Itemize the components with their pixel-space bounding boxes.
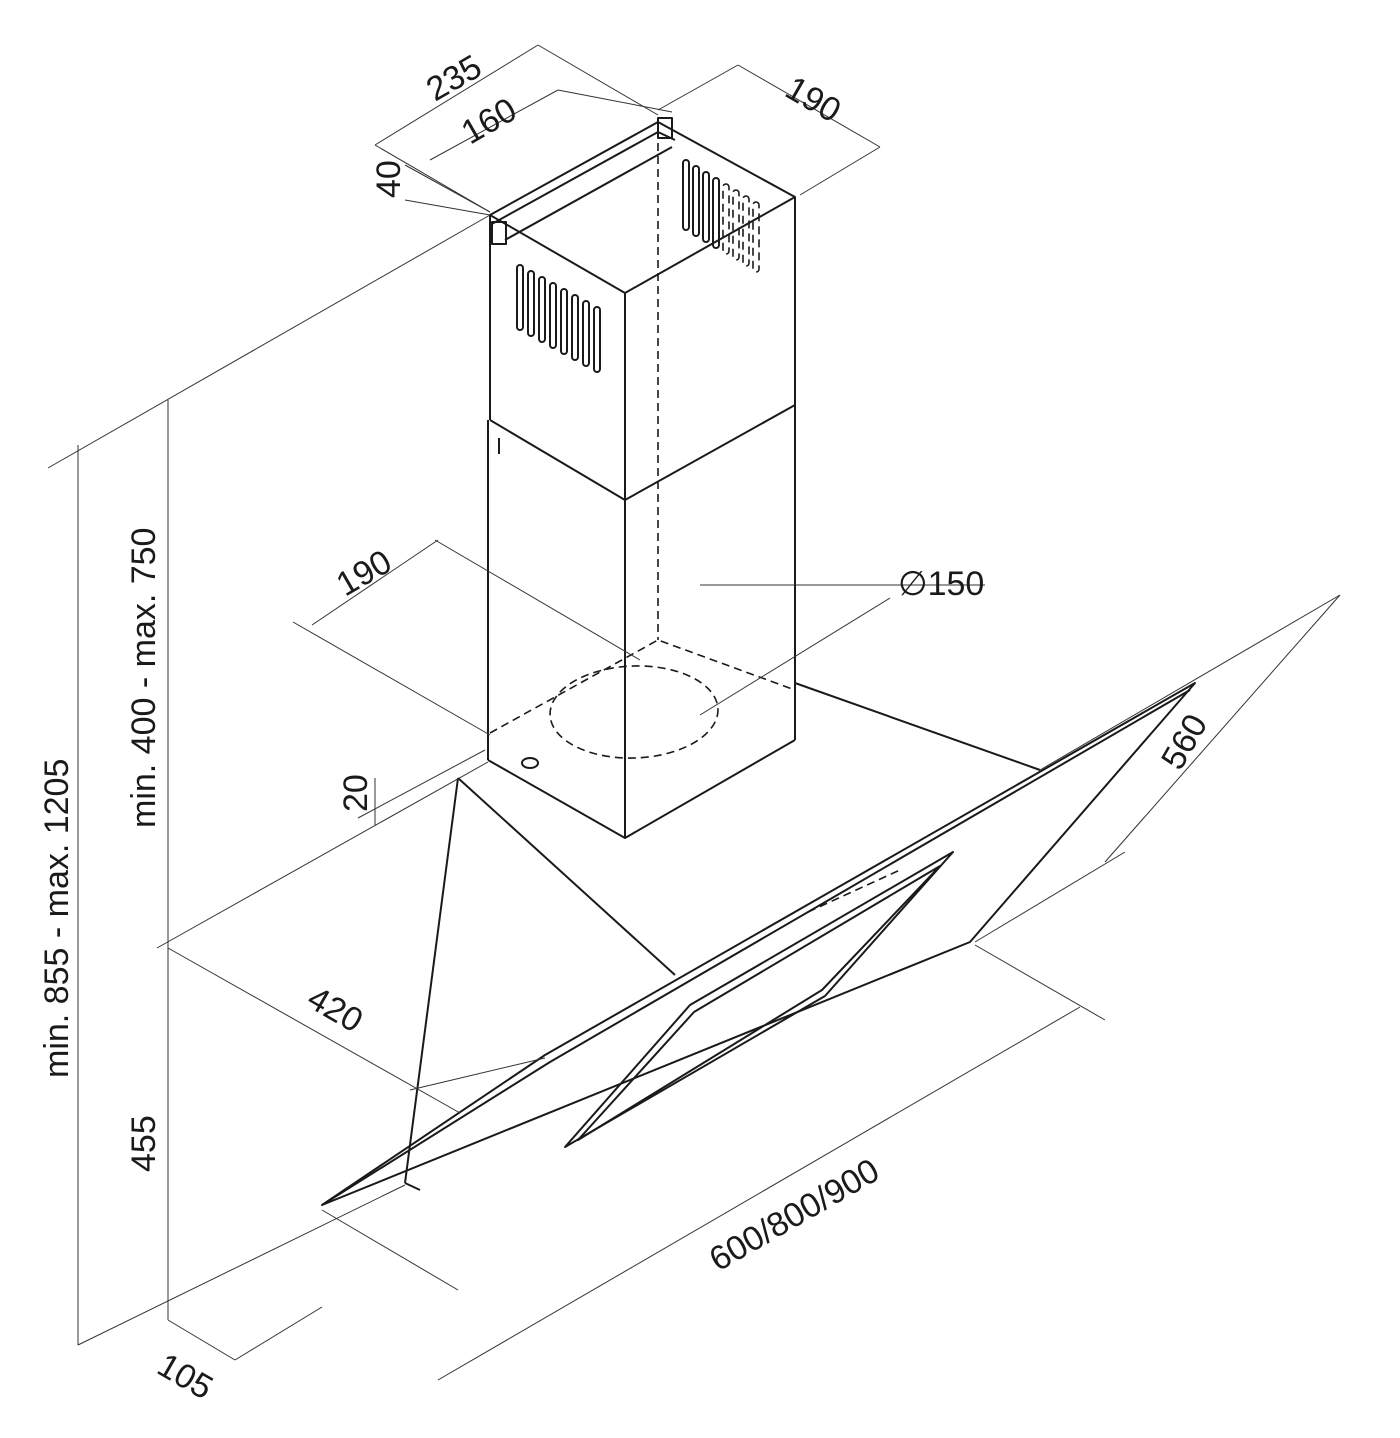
vent-slot <box>527 270 535 337</box>
vent-slot <box>712 177 720 249</box>
vent-slot <box>752 201 760 273</box>
vent-slot <box>516 264 524 331</box>
dim-total-height: min. 855 - max. 1205 <box>38 759 76 1078</box>
vent-slot <box>593 306 601 373</box>
dim-455: 455 <box>125 1115 163 1172</box>
vent-slot <box>560 288 568 355</box>
dim-105: 105 <box>151 1346 219 1407</box>
dimension-lines <box>47 44 1341 1381</box>
dim-160: 160 <box>455 91 523 152</box>
vent-slot <box>571 294 579 361</box>
glass-panel <box>321 682 1196 1206</box>
dim-190-bottom: 190 <box>330 543 398 604</box>
vent-slot <box>682 159 690 231</box>
chimney-lower <box>487 130 796 839</box>
vent-slot <box>722 183 730 255</box>
vent-slot <box>692 165 700 237</box>
vent-slot <box>732 189 740 261</box>
dim-width: 600/800/900 <box>703 1151 886 1278</box>
dim-190-top: 190 <box>779 69 847 130</box>
hood-body <box>404 682 1041 1191</box>
vent-slot <box>582 300 590 367</box>
vent-slot <box>702 171 710 243</box>
dim-420: 420 <box>301 979 369 1040</box>
dim-40: 40 <box>370 160 408 198</box>
dim-235: 235 <box>420 48 488 109</box>
chimney-upper <box>489 117 796 501</box>
vent-slot <box>549 282 557 349</box>
dim-outlet-diameter: ∅150 <box>898 565 984 603</box>
vent-slot <box>742 195 750 267</box>
dim-chimney-height: min. 400 - max. 750 <box>125 528 163 828</box>
dim-20: 20 <box>337 774 375 812</box>
vent-slots <box>516 159 760 373</box>
vent-slot <box>538 276 546 343</box>
